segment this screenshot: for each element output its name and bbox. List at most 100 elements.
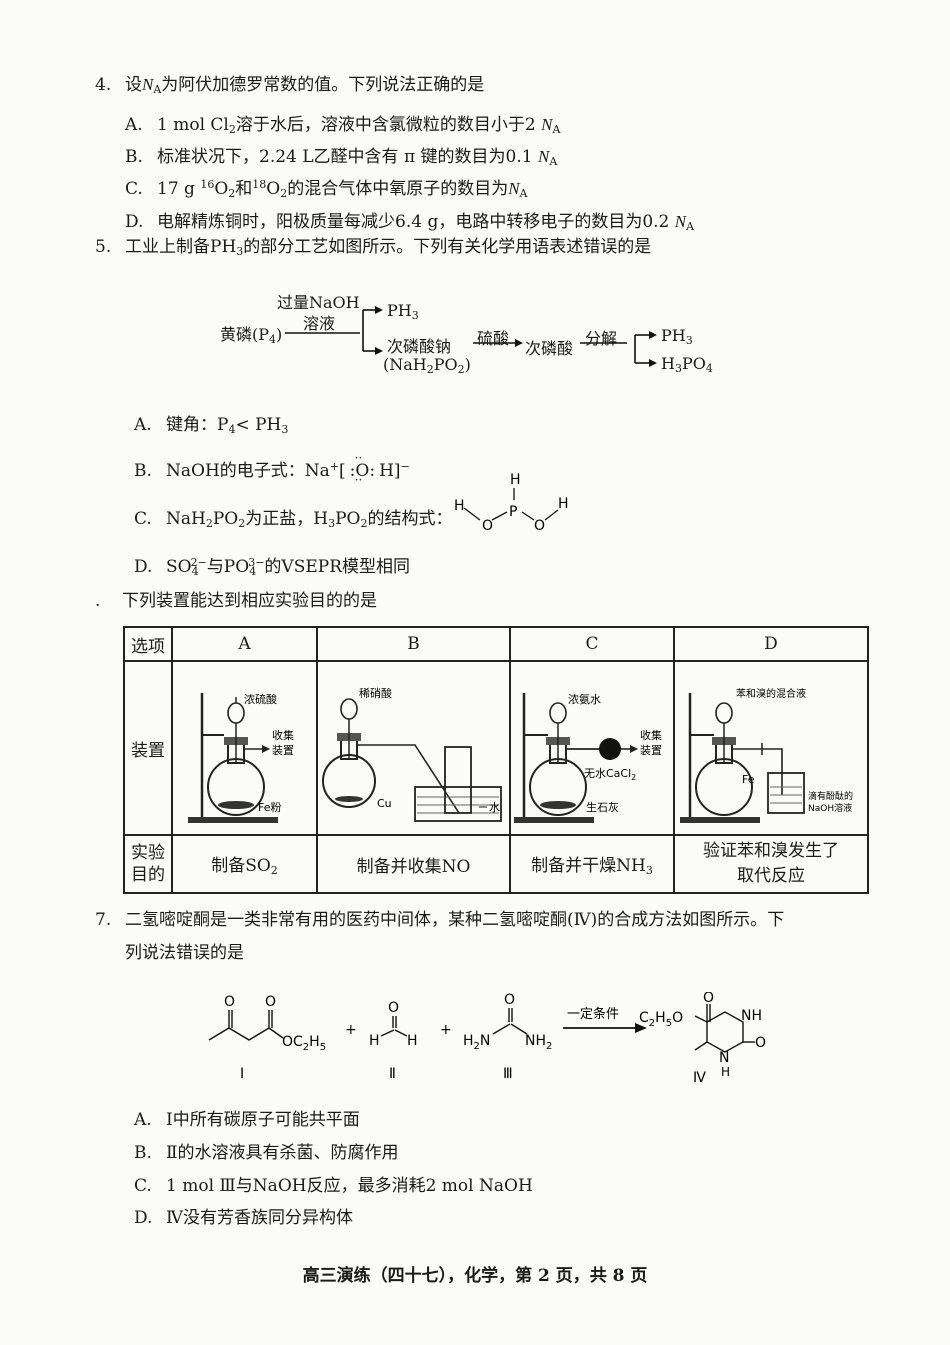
svg-text:无水CaCl2: 无水CaCl2 [584, 767, 636, 782]
flow-salt: 次磷酸钠 [387, 337, 452, 356]
struct-o-right: O [534, 518, 545, 534]
svg-text:H: H [369, 1033, 380, 1049]
svg-text:N: N [719, 1050, 729, 1066]
flow-reagent-decompose: 分解 [585, 329, 618, 348]
q7-stem-line1: 7.二氢嘧啶酮是一类非常有用的医药中间体，某种二氢嘧啶酮(Ⅳ)的合成方法如图所示… [95, 910, 785, 930]
q5-option-d: D.SO42−与PO43−的VSEPR模型相同 [134, 556, 410, 578]
flow-arrows [285, 306, 657, 367]
q7-option-a: A.Ⅰ中所有碳原子可能共平面 [134, 1110, 360, 1130]
svg-text:一定条件: 一定条件 [567, 1006, 619, 1022]
purpose-c: 制备并干燥NH3 [509, 834, 675, 894]
page-footer: 高三演练（四十七），化学，第 2 页，共 8 页 [302, 1266, 648, 1286]
flow-prod-ph3: PH3 [661, 326, 693, 347]
label-i: I [240, 1066, 244, 1082]
svg-text:Cu: Cu [377, 797, 392, 810]
flow-reagent-solution: 溶液 [303, 314, 336, 333]
q7-stem-line2: 列说法错误的是 [125, 943, 244, 963]
compound-i: O O OC2H5 I [208, 994, 326, 1082]
svg-text:NH2: NH2 [525, 1033, 552, 1052]
svg-text:稀硝酸: 稀硝酸 [359, 686, 392, 700]
svg-text:C2H5O: C2H5O [639, 1010, 683, 1029]
row-label-apparatus: 装置 [123, 660, 173, 836]
synthesis-reaction: O O OC2H5 I + O H H Ⅱ + O H2N NH2 Ⅲ 一定条件… [208, 992, 766, 1086]
apparatus-d: 苯和溴的混合液 Fe 滴有酚酞的 NaOH溶液 [673, 660, 869, 836]
apparatus-a: 浓硫酸 收集 装置 Fe粉 [171, 660, 318, 836]
q5-option-c: C.NaH2PO2为正盐，H3PO2的结构式： [134, 509, 453, 530]
svg-text:水: 水 [489, 801, 500, 814]
reaction-arrow: 一定条件 [563, 1006, 647, 1033]
header-option: 选项 [123, 626, 173, 662]
svg-text:NH: NH [741, 1008, 762, 1024]
plus-2: + [440, 1022, 452, 1038]
q4-option-b: B.标准状况下，2.24 L乙醛中含有 π 键的数目为0.1 NA [125, 147, 558, 168]
svg-text:生石灰: 生石灰 [586, 800, 619, 814]
svg-text:Fe: Fe [742, 773, 755, 786]
table-purpose-row: 实验目的 制备SO2 制备并收集NO 制备并干燥NH3 验证苯和溴发生了取代反应 [123, 834, 869, 894]
flow-acid: 次磷酸 [525, 339, 574, 358]
label-ii: Ⅱ [389, 1066, 396, 1082]
apparatus-c: 浓氨水 收集 装置 无水CaCl2 生石灰 [509, 660, 675, 836]
svg-text:H: H [721, 1065, 730, 1079]
purpose-b: 制备并收集NO [316, 834, 511, 894]
svg-text:滴有酚酞的: 滴有酚酞的 [808, 790, 853, 802]
row-label-purpose: 实验目的 [123, 834, 173, 894]
q4-stem: 4.设NA为阿伏加德罗常数的值。下列说法正确的是 [95, 75, 485, 96]
svg-text:苯和溴的混合液: 苯和溴的混合液 [736, 687, 806, 700]
svg-text:收集: 收集 [640, 728, 662, 742]
svg-text:O: O [504, 992, 515, 1008]
label-iv: Ⅳ [693, 1070, 706, 1086]
table-apparatus-row: 装置 浓硫酸 收集 装置 Fe粉 [123, 660, 869, 836]
q5-stem: 5.工业上制备PH3的部分工艺如图所示。下列有关化学用语表述错误的是 [95, 237, 652, 258]
q6-stem: .下列装置能达到相应实验目的的是 [95, 591, 377, 611]
compound-iv: C2H5O O NH N H O Ⅳ [639, 992, 766, 1086]
q5-option-a: A.键角：P4< PH3 [134, 415, 289, 436]
svg-text:O: O [265, 994, 276, 1010]
apparatus-c-drawing: 浓氨水 收集 装置 无水CaCl2 生石灰 [514, 693, 662, 823]
flow-reagent-naoh: 过量NaOH [277, 293, 360, 312]
q7-option-c: C.1 mol Ⅲ与NaOH反应，最多消耗2 mol NaOH [134, 1176, 533, 1196]
experiment-table: 选项 A B C D 装置 浓硫酸 收集 装置 [123, 626, 869, 894]
electron-dot-oxygen: :O:···· [349, 451, 376, 487]
svg-text:O: O [755, 1035, 766, 1051]
flow-start: 黄磷(P4) [220, 325, 283, 346]
table-header-row: 选项 A B C D [123, 626, 869, 662]
q4-option-a: A.1 mol Cl2溶于水后，溶液中含氯微粒的数目小于2 NA [125, 115, 561, 136]
header-d: D [673, 626, 869, 662]
flow-reagent-h2so4: 硫酸 [477, 329, 510, 348]
q5-option-b: B.NaOH的电子式：Na+[:O:····H]− [134, 451, 410, 487]
svg-text:H: H [407, 1033, 418, 1049]
apparatus-d-drawing: 苯和溴的混合液 Fe 滴有酚酞的 NaOH溶液 [680, 687, 853, 823]
svg-text:浓氨水: 浓氨水 [568, 693, 601, 706]
header-c: C [509, 626, 675, 662]
svg-text:装置: 装置 [272, 744, 294, 757]
svg-text:H2N: H2N [463, 1033, 490, 1052]
svg-text:Fe粉: Fe粉 [258, 801, 282, 814]
svg-text:O: O [388, 1000, 399, 1016]
svg-text:收集: 收集 [272, 728, 294, 742]
flow-salt-formula: (NaH2PO2) [383, 355, 471, 376]
svg-text:O: O [703, 992, 714, 1006]
struct-h-left: H [454, 498, 465, 514]
svg-text:NaOH溶液: NaOH溶液 [808, 802, 852, 814]
q7-option-b: B.Ⅱ的水溶液具有杀菌、防腐作用 [134, 1143, 399, 1163]
apparatus-b: 稀硝酸 Cu 水 [316, 660, 511, 836]
apparatus-b-drawing: 稀硝酸 Cu 水 [322, 686, 502, 822]
compound-iii: O H2N NH2 Ⅲ [463, 992, 552, 1082]
purpose-d: 验证苯和溴发生了取代反应 [673, 834, 869, 894]
struct-o-left: O [482, 518, 493, 534]
struct-h-right: H [558, 496, 569, 512]
apparatus-a-drawing: 浓硫酸 收集 装置 Fe粉 [188, 692, 294, 823]
q4-option-c: C.17 g 16O2和18O2的混合气体中氧原子的数目为NA [125, 178, 528, 200]
svg-text:装置: 装置 [640, 744, 662, 757]
purpose-a: 制备SO2 [171, 834, 318, 894]
svg-text:O: O [224, 994, 235, 1010]
label-iii: Ⅲ [503, 1066, 513, 1082]
h3po2-structure: H P H O O H [454, 472, 569, 534]
struct-h-top: H [510, 472, 521, 488]
q4-option-d: D.电解精炼铜时，阳极质量每减少6.4 g，电路中转移电子的数目为0.2 NA [125, 212, 695, 233]
svg-text:浓硫酸: 浓硫酸 [244, 692, 277, 706]
header-a: A [171, 626, 318, 662]
flow-ph3-top: PH3 [387, 301, 419, 322]
flow-prod-h3po4: H3PO4 [661, 354, 713, 375]
header-b: B [316, 626, 511, 662]
